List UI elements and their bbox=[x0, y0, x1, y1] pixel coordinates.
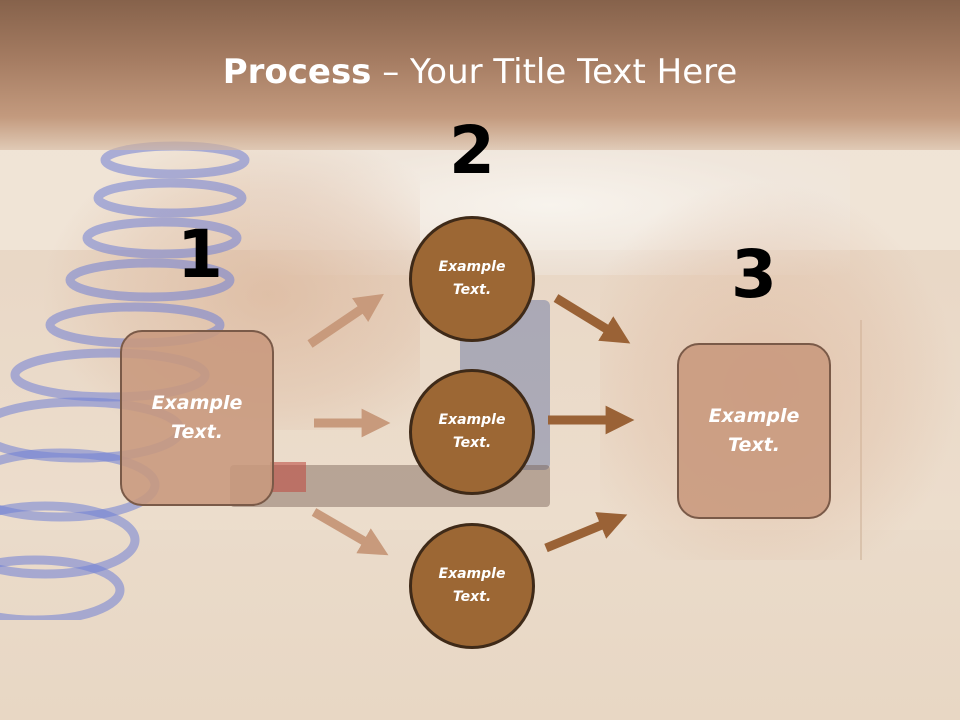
circle-top-label: Example Text. bbox=[438, 259, 506, 298]
step-box-3-label: Example Text. bbox=[708, 405, 800, 456]
title-rest: – Your Title Text Here bbox=[371, 52, 738, 92]
step-number-3: 3 bbox=[731, 236, 777, 313]
arrow-1-to-circle-bottom bbox=[311, 508, 389, 556]
step-number-1: 1 bbox=[177, 216, 223, 293]
step-box-1[interactable]: Example Text. bbox=[120, 330, 274, 506]
slide-title: Process – Your Title Text Here bbox=[0, 52, 960, 92]
step-box-3[interactable]: Example Text. bbox=[677, 343, 831, 519]
circle-middle-label: Example Text. bbox=[438, 412, 506, 451]
title-bold: Process bbox=[222, 52, 372, 92]
background-stapler-trigger bbox=[270, 462, 306, 492]
step-box-1-label: Example Text. bbox=[151, 392, 243, 443]
title-band bbox=[0, 0, 960, 150]
arrow-1-to-circle-top bbox=[307, 293, 384, 348]
arrow-circle-top-to-3 bbox=[553, 294, 631, 344]
circle-bottom[interactable]: Example Text. bbox=[409, 523, 535, 649]
arrow-circle-bottom-to-3 bbox=[544, 512, 628, 553]
circle-top[interactable]: Example Text. bbox=[409, 216, 535, 342]
step-number-2: 2 bbox=[449, 112, 495, 189]
circle-bottom-label: Example Text. bbox=[438, 566, 506, 605]
circle-middle[interactable]: Example Text. bbox=[409, 369, 535, 495]
